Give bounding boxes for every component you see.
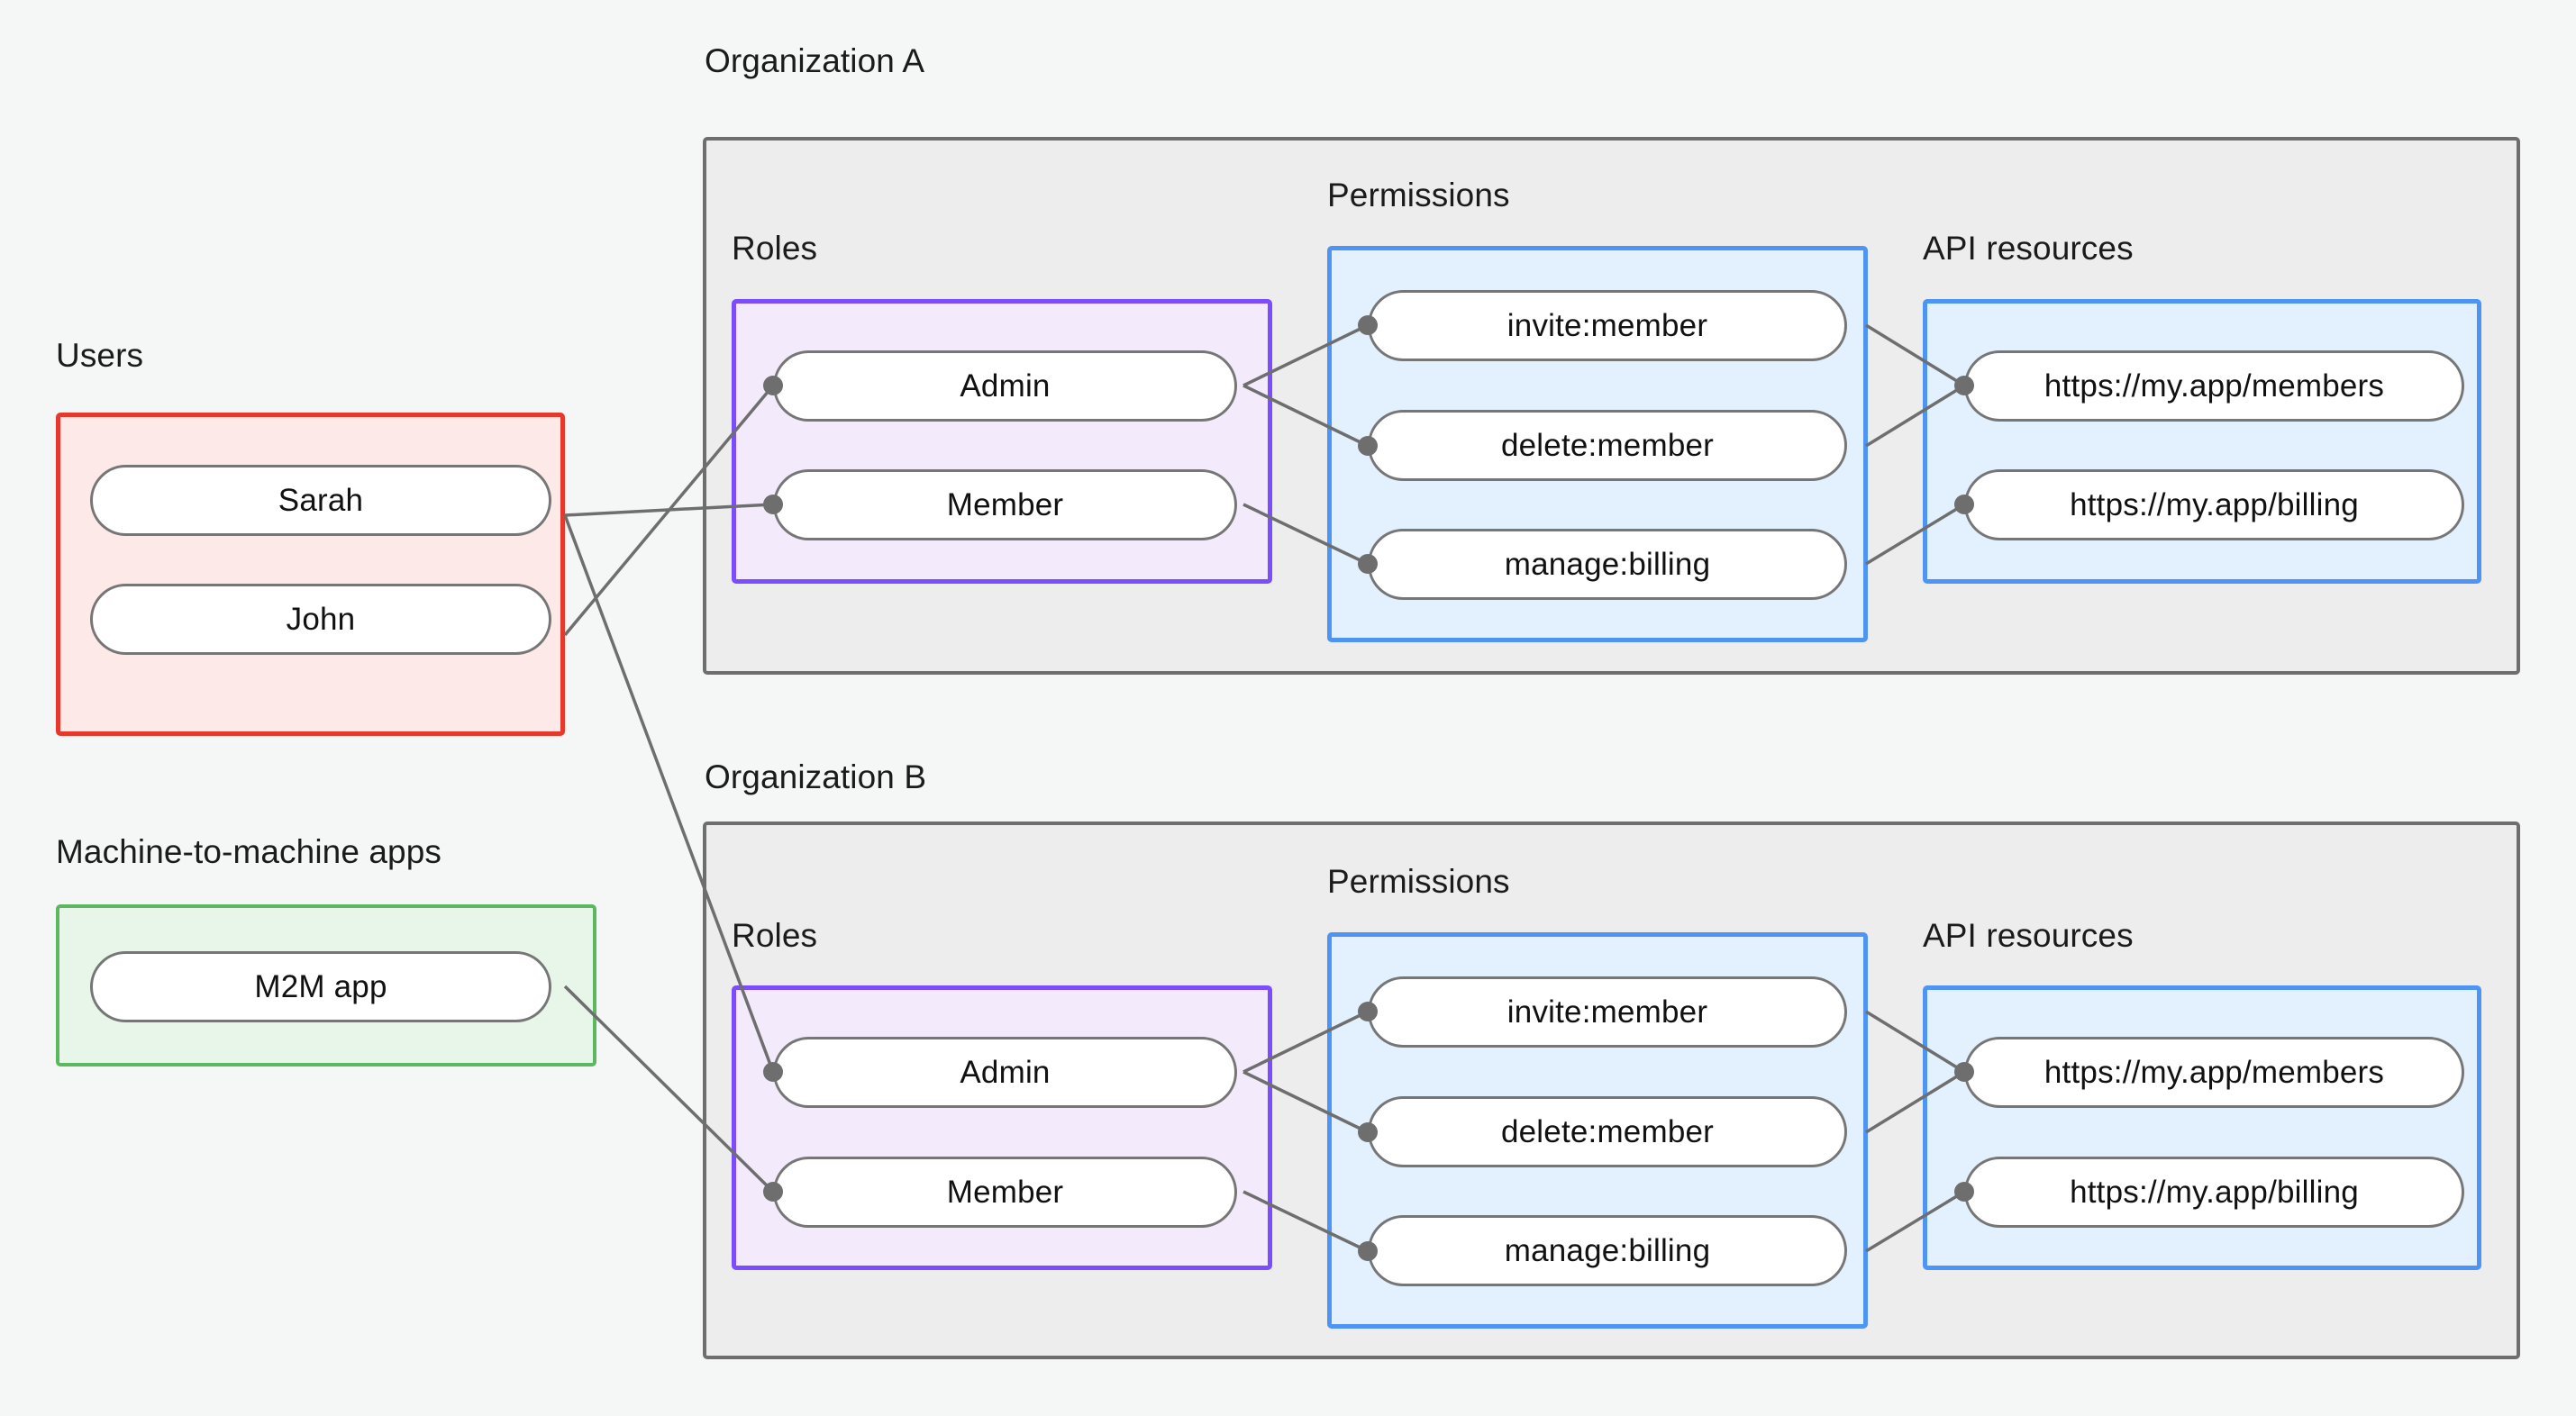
user-node-john[interactable]: John [90, 584, 551, 655]
org-b-permission-delete-member[interactable]: delete:member [1368, 1096, 1847, 1167]
user-node-sarah[interactable]: Sarah [90, 465, 551, 536]
org-a-permission-delete-member[interactable]: delete:member [1368, 410, 1847, 481]
org-a-api-resource-billing[interactable]: https://my.app/billing [1964, 469, 2464, 540]
org-a-api-resource-members[interactable]: https://my.app/members [1964, 350, 2464, 422]
org-b-permission-manage-billing[interactable]: manage:billing [1368, 1215, 1847, 1286]
org-a-role-admin[interactable]: Admin [773, 350, 1237, 422]
org-b-role-admin[interactable]: Admin [773, 1037, 1237, 1108]
org-a-role-member[interactable]: Member [773, 469, 1237, 540]
org-b-permissions-label: Permissions [1327, 863, 1510, 900]
org-a-roles-label: Roles [732, 230, 818, 267]
org-a-label: Organization A [705, 42, 925, 79]
users-group-box [56, 413, 565, 736]
m2m-group-label: Machine-to-machine apps [56, 833, 442, 870]
org-a-permission-invite-member[interactable]: invite:member [1368, 290, 1847, 361]
org-b-api-resource-billing[interactable]: https://my.app/billing [1964, 1157, 2464, 1228]
users-group-label: Users [56, 337, 144, 374]
org-b-permission-invite-member[interactable]: invite:member [1368, 976, 1847, 1048]
org-b-api-resources-label: API resources [1923, 917, 2134, 954]
org-a-api-resources-label: API resources [1923, 230, 2134, 267]
org-a-permissions-label: Permissions [1327, 177, 1510, 213]
org-b-api-resource-members[interactable]: https://my.app/members [1964, 1037, 2464, 1108]
org-a-api-resources-box [1923, 299, 2481, 584]
org-b-role-member[interactable]: Member [773, 1157, 1237, 1228]
org-a-roles-box [732, 299, 1272, 584]
org-b-label: Organization B [705, 758, 927, 795]
m2m-node-app[interactable]: M2M app [90, 951, 551, 1022]
org-b-roles-label: Roles [732, 917, 818, 954]
org-a-permission-manage-billing[interactable]: manage:billing [1368, 529, 1847, 600]
